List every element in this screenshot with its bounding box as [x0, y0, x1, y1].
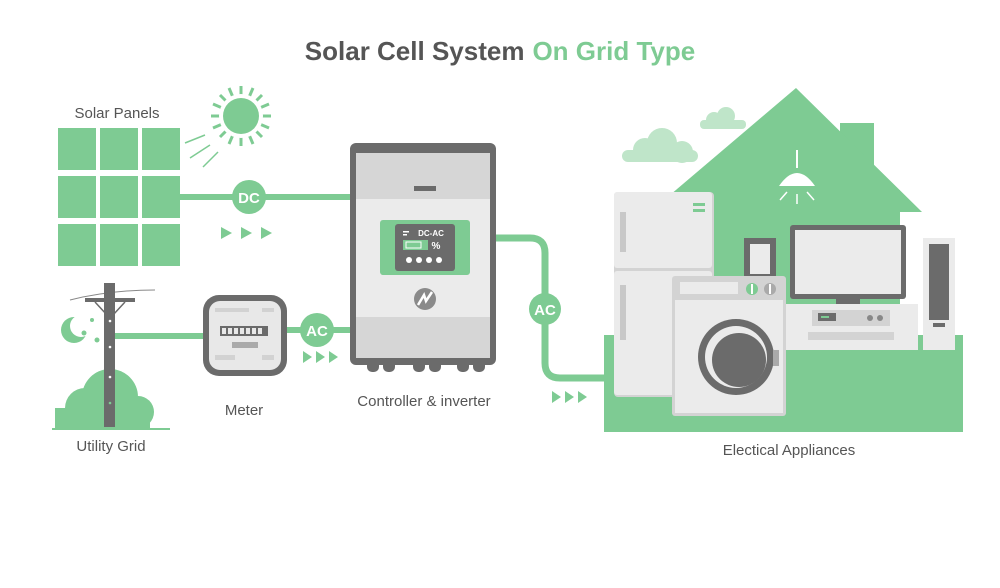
- grid-wire: [110, 333, 205, 339]
- washing-machine-icon: [672, 276, 786, 416]
- controller-label: Controller & inverter: [357, 393, 490, 410]
- cloud-icon: [700, 107, 746, 129]
- flow-arrows-icon: [221, 227, 272, 239]
- svg-text:DC: DC: [238, 190, 260, 207]
- ac-badge-output: AC: [529, 293, 561, 325]
- meter-label: Meter: [225, 402, 263, 419]
- svg-text:AC: AC: [534, 302, 556, 319]
- meter-icon: [203, 295, 287, 376]
- appliances-label: Electical Appliances: [723, 442, 856, 459]
- svg-text:AC: AC: [306, 323, 328, 340]
- inverter-icon: DC-AC %: [350, 143, 496, 372]
- solar-panels: [58, 128, 180, 266]
- ceiling-lamp-icon: [779, 150, 815, 204]
- cloud-icon: [622, 128, 698, 163]
- dc-badge: DC: [232, 180, 266, 214]
- utility-pole-icon: [69, 283, 156, 427]
- tv-cabinet-icon: [784, 304, 918, 350]
- speaker-icon: [744, 238, 776, 278]
- speaker-icon: [923, 238, 955, 350]
- flow-arrows-icon: [552, 391, 587, 403]
- ac-badge-meter: AC: [300, 313, 334, 347]
- television-icon: [790, 225, 906, 304]
- solar-panels-label: Solar Panels: [74, 105, 159, 122]
- sun-icon: [184, 86, 271, 168]
- utility-grid-label: Utility Grid: [76, 438, 145, 455]
- moon-stars-icon: [61, 315, 100, 343]
- inverter-mode-text: DC-AC: [418, 229, 444, 238]
- flow-arrows-icon: [303, 351, 338, 363]
- inverter-unit-text: %: [432, 241, 441, 252]
